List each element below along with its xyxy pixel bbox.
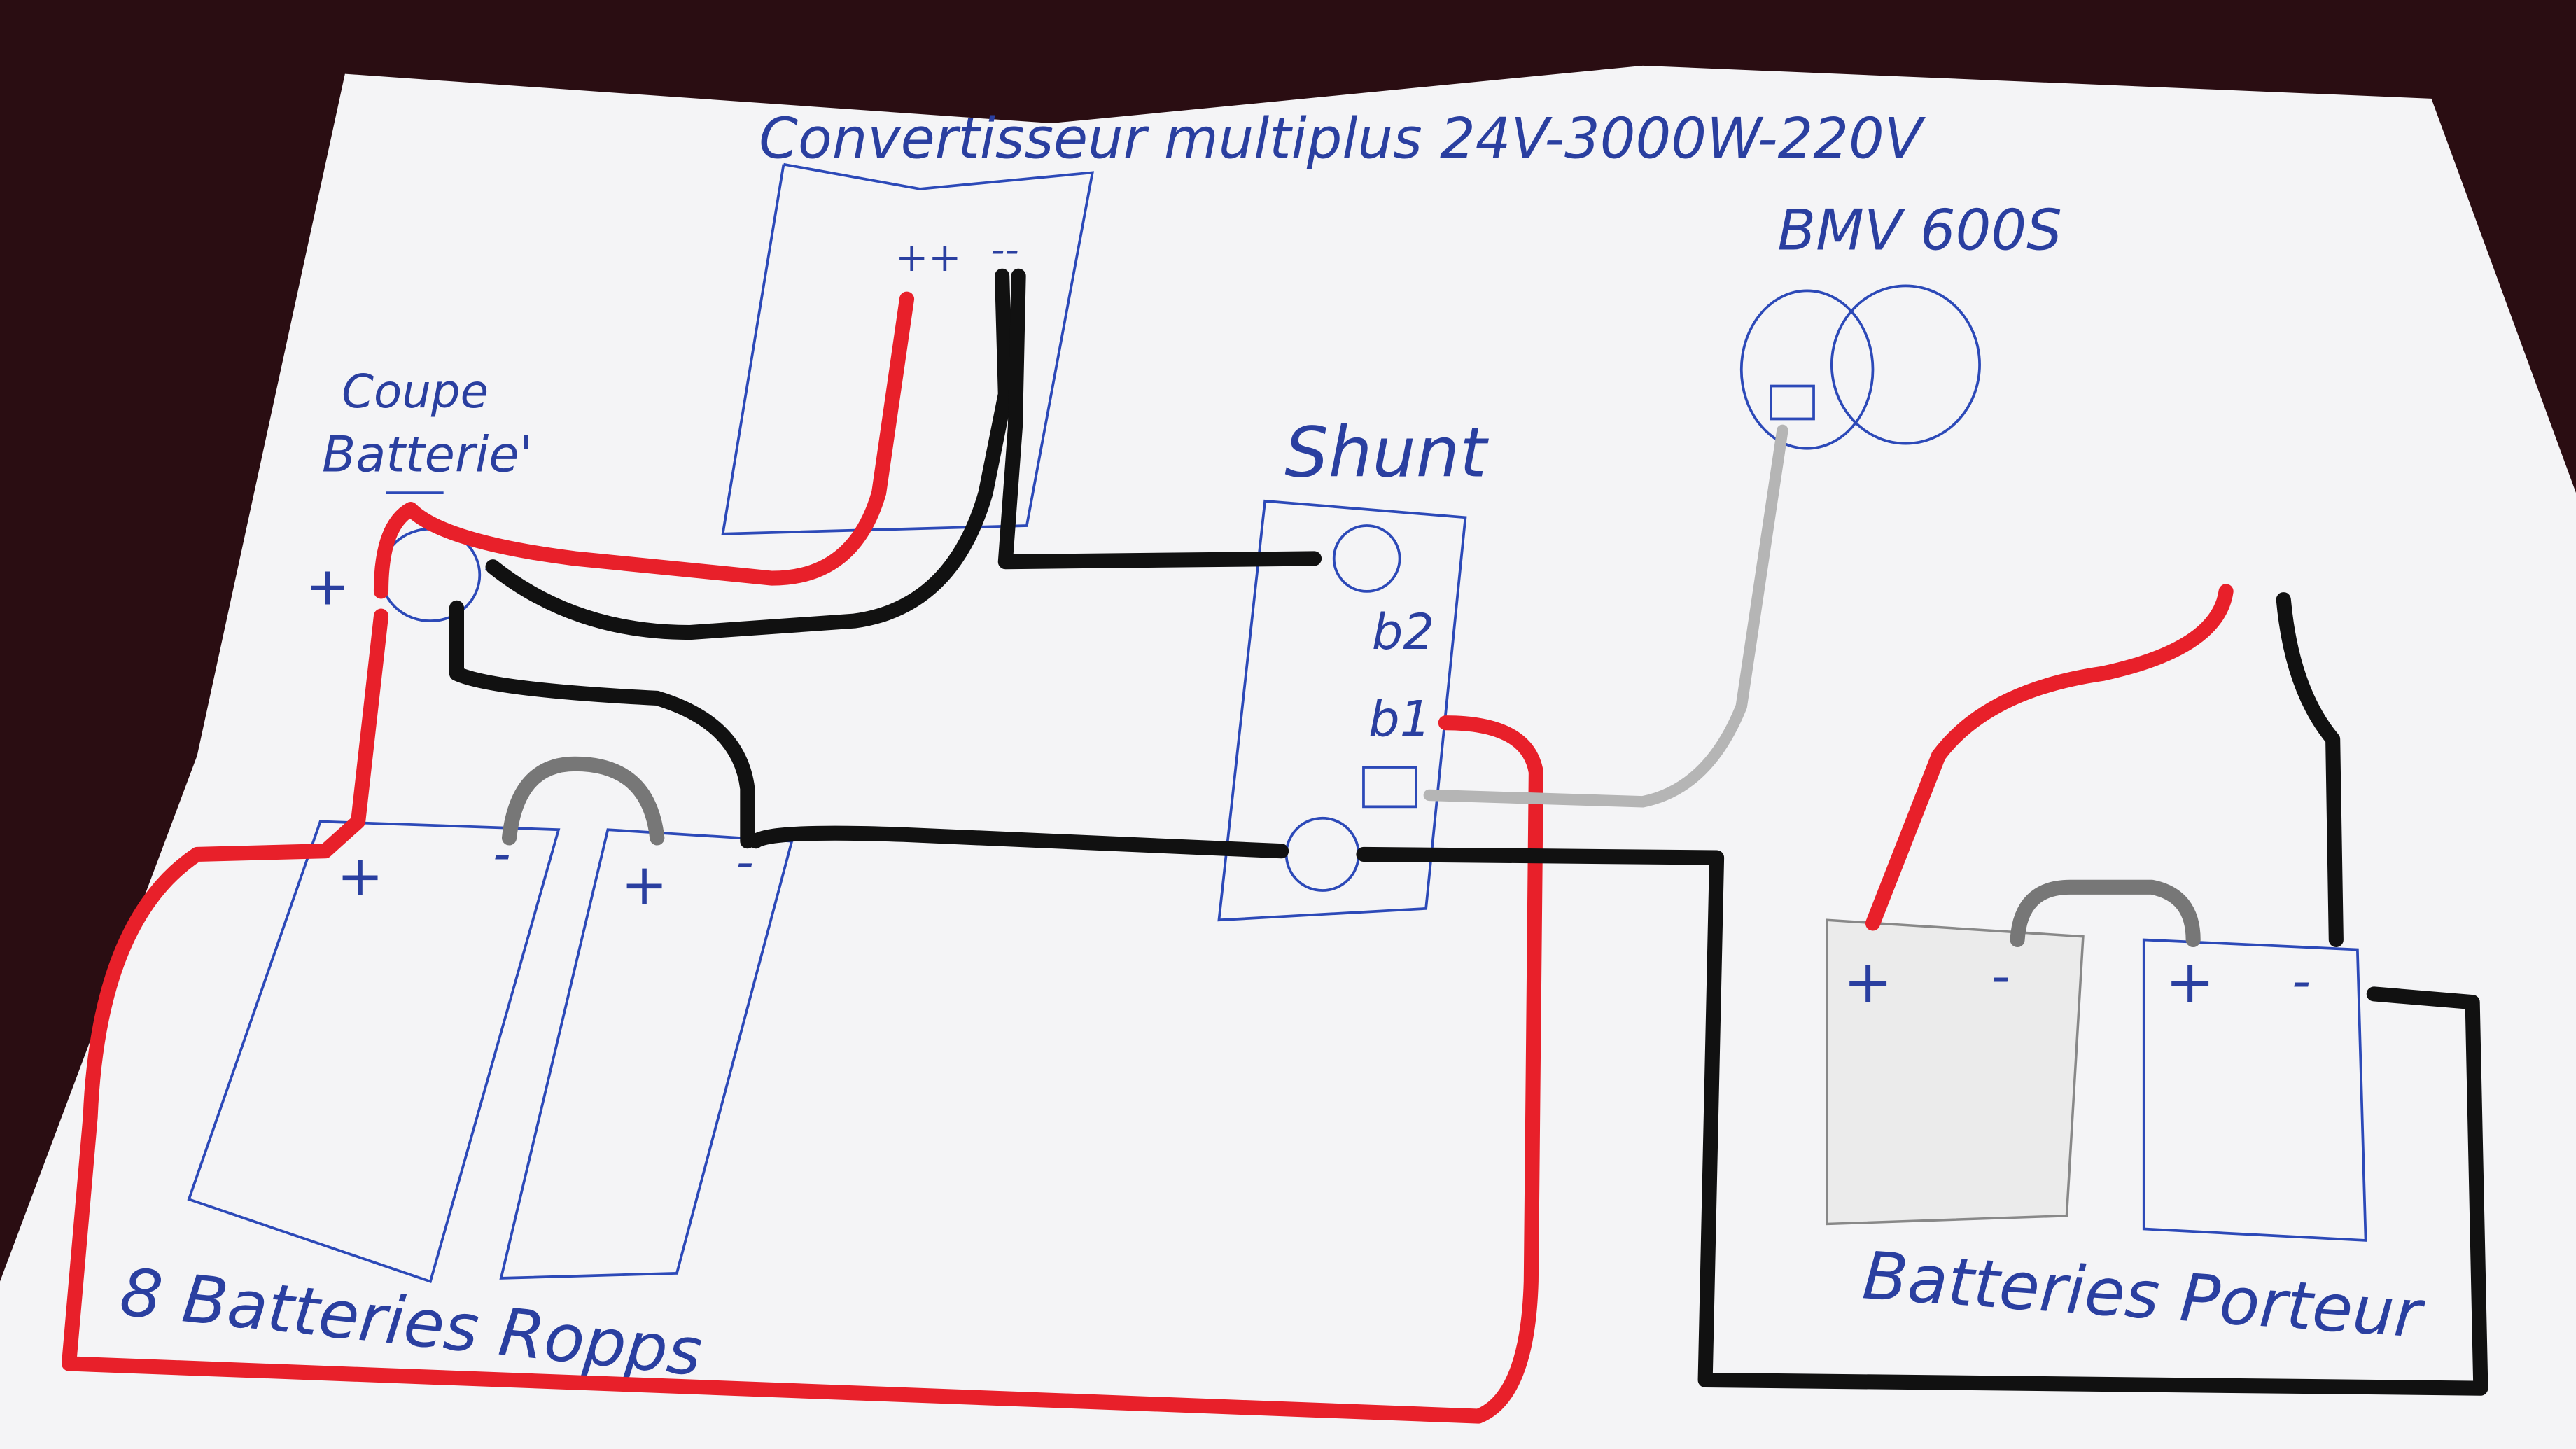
- shunt-label: Shunt: [1284, 414, 1489, 493]
- switch-plus: +: [306, 556, 350, 617]
- jumper-wires: [501, 424, 2201, 948]
- negative-wires: [449, 268, 2488, 1396]
- porteur-terminal-minus-2: -: [2292, 950, 2311, 1011]
- shunt-b2: b2: [1372, 603, 1434, 661]
- porteur-terminal-minus-1: -: [1991, 945, 2010, 1007]
- bmv-monitor: BMV 600S: [1740, 198, 2062, 450]
- converter-positive-label: ++: [895, 235, 961, 281]
- converter-box: ++ --: [721, 162, 1095, 536]
- switch-label-line1: Coupe: [342, 365, 489, 419]
- ropps-terminal-plus-1: +: [337, 844, 384, 909]
- shunt: Shunt b2 b1: [1217, 414, 1489, 922]
- porteur-terminal-plus-1: +: [1843, 948, 1893, 1016]
- diagram-title: Convertisseur multiplus 24V-3000W-220V: [759, 106, 1926, 171]
- bmv-label: BMV 600S: [1777, 198, 2062, 263]
- positive-wires: [62, 291, 2234, 1424]
- porteur-terminal-plus-2: +: [2165, 948, 2215, 1016]
- converter-negative-label: --: [990, 227, 1019, 273]
- switch-label-line2: Batterie': [322, 426, 533, 484]
- ropps-terminal-plus-2: +: [621, 852, 668, 917]
- paper-sheet: [0, 65, 2576, 1449]
- shunt-b1: b1: [1368, 690, 1431, 748]
